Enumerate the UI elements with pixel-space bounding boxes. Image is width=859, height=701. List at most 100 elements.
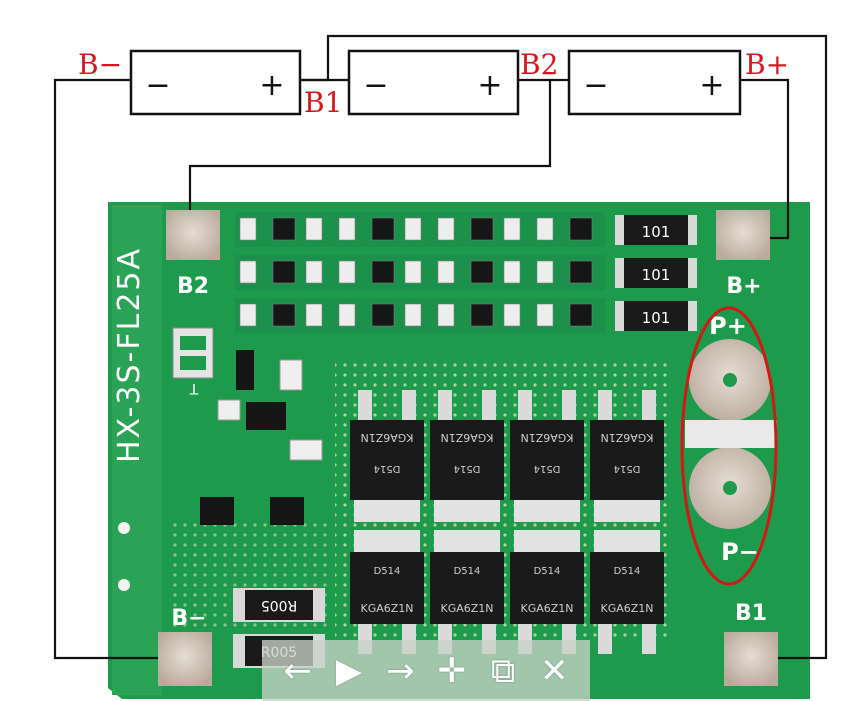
mosfet-tab: [594, 530, 660, 552]
mosfet-tab: [354, 500, 420, 522]
mosfet-part-number: KGA6Z1N: [360, 431, 413, 444]
balance-chip: [272, 217, 296, 241]
pad-hole: [723, 373, 737, 387]
mosfet-bottom: [350, 552, 424, 624]
smd-capacitor: [338, 217, 356, 241]
mosfet-part-number: KGA6Z1N: [520, 431, 573, 444]
mosfet-bottom: [590, 552, 664, 624]
balance-components: [235, 212, 605, 333]
ic-chip: [236, 350, 254, 390]
thermistor-connector: [172, 327, 214, 379]
smd-capacitor: [305, 260, 323, 284]
smd-part: [217, 399, 241, 421]
arrow-right-icon[interactable]: →: [386, 650, 415, 691]
arrow-left-icon[interactable]: ←: [283, 650, 312, 691]
resistor-terminal: [615, 215, 624, 245]
battery-negative: −: [145, 68, 170, 103]
balance-chip: [470, 303, 494, 327]
shunt-body: [245, 590, 313, 620]
battery-positive: +: [477, 68, 502, 103]
resistor-terminal: [615, 258, 624, 288]
smd-part: [279, 359, 303, 391]
mosfet-batch-code: D514: [374, 463, 401, 474]
wires: [53, 34, 828, 660]
battery-cell-3: − +: [567, 49, 742, 116]
mosfet-batch-code: D514: [454, 566, 481, 577]
resistor-101: [615, 301, 697, 331]
mosfet-lead: [598, 390, 612, 420]
mosfet-batch-code: D514: [374, 566, 401, 577]
move-icon[interactable]: ✛: [437, 650, 466, 691]
node-label-b-plus: B+: [745, 48, 789, 81]
balance-chip: [569, 217, 593, 241]
smd-capacitor: [305, 217, 323, 241]
balance-chip: [569, 260, 593, 284]
smd-capacitor: [404, 217, 422, 241]
smd-part: [289, 439, 323, 461]
resistor-101: [615, 258, 697, 288]
mosfet-batch-code: D514: [454, 463, 481, 474]
smd-capacitor: [437, 260, 455, 284]
mosfet-tab: [354, 530, 420, 552]
expand-icon[interactable]: ⧉: [490, 650, 516, 691]
pad-label-b-plus: B+: [726, 274, 761, 299]
pad-label-p-minus: P−: [721, 538, 759, 566]
smd-capacitor: [239, 217, 257, 241]
mosfet-lead: [482, 390, 496, 420]
mosfet-lead: [402, 390, 416, 420]
resistor-code: 101: [642, 266, 671, 284]
highlight-ring: [680, 306, 778, 586]
mosfet-bottom: [510, 552, 584, 624]
mosfet-top: [430, 420, 504, 500]
mosfet-tab: [594, 500, 660, 522]
node-label-b1: B1: [304, 86, 342, 119]
smd-capacitor: [338, 260, 356, 284]
smd-capacitor: [503, 303, 521, 327]
pad-label-b-minus: B−: [171, 606, 206, 631]
resistor-terminal: [615, 301, 624, 331]
balance-chip: [569, 303, 593, 327]
smd-capacitor: [404, 303, 422, 327]
mosfet-part-number: KGA6Z1N: [600, 431, 653, 444]
ic-chip: [246, 402, 286, 430]
resistor-terminal: [688, 301, 697, 331]
smd-capacitor: [305, 303, 323, 327]
mosfet-batch-code: D514: [534, 566, 561, 577]
pad-b-plus: [716, 210, 770, 260]
wire-b2: [188, 80, 552, 210]
balance-chip: [371, 260, 395, 284]
smd-capacitor: [437, 303, 455, 327]
close-icon[interactable]: ✕: [540, 650, 569, 691]
mounting-hole: [118, 579, 130, 591]
battery-cell-2: − +: [347, 49, 520, 116]
mosfet-tab: [434, 530, 500, 552]
mounting-hole: [118, 522, 130, 534]
viewer-toolbar: ← ▶ → ✛ ⧉ ✕: [262, 640, 590, 701]
pad-b-minus: [158, 632, 212, 686]
battery-pack: − + − + − +: [129, 49, 742, 116]
node-label-b-minus: B−: [78, 48, 122, 81]
mosfet-part-number: KGA6Z1N: [440, 431, 493, 444]
play-icon[interactable]: ▶: [335, 650, 363, 691]
mosfet-top: [350, 420, 424, 500]
mosfet-lead: [518, 390, 532, 420]
mosfet-lead: [642, 624, 656, 654]
balance-chip: [470, 217, 494, 241]
pad-label-b1: B1: [735, 601, 767, 626]
smd-capacitor: [536, 303, 554, 327]
mosfet-part-number: KGA6Z1N: [360, 602, 413, 615]
connector-pin: [180, 336, 206, 350]
wire-b-plus: [740, 78, 790, 240]
balance-chip: [371, 217, 395, 241]
balance-chip: [272, 303, 296, 327]
connector-pin: [180, 356, 206, 370]
battery-negative: −: [363, 68, 388, 103]
pad-gap-strip: [685, 420, 777, 448]
pad-b1: [724, 632, 778, 686]
resistor-code: 101: [642, 223, 671, 241]
mosfet-part-number: KGA6Z1N: [600, 602, 653, 615]
mosfet-part-number: KGA6Z1N: [520, 602, 573, 615]
board-model-label: HX-3S-FL25A: [112, 247, 147, 463]
mosfet-lead: [562, 390, 576, 420]
